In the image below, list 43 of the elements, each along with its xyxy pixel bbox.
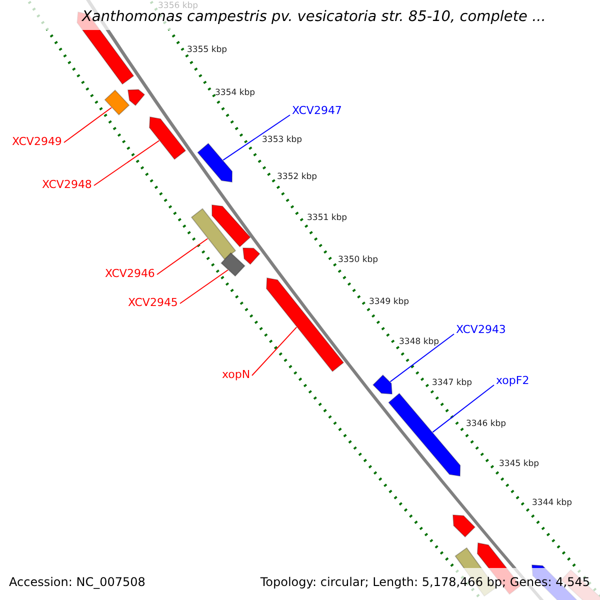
tick-label: 3353 kbp <box>262 136 302 144</box>
leader-line <box>64 107 112 143</box>
leader-line <box>432 384 494 433</box>
title: Xanthomonas campestris pv. vesicatoria str. 85-10, complete ... <box>82 10 546 24</box>
leader-line <box>94 140 160 186</box>
gene-block <box>127 89 146 106</box>
gene-label: XCV2945 <box>128 297 178 308</box>
leader-line <box>252 326 298 376</box>
leader-line <box>390 334 454 382</box>
leader-line <box>156 238 208 275</box>
gene-label: XCV2948 <box>42 179 92 190</box>
gene-block <box>190 208 236 260</box>
gene-block <box>149 116 186 160</box>
leader-line <box>180 270 228 304</box>
gene-label: XCV2949 <box>12 136 62 147</box>
gene-label: XCV2943 <box>456 324 506 335</box>
gene-block <box>212 204 251 248</box>
gene-block <box>266 277 344 372</box>
gene-label: XCV2947 <box>292 105 342 116</box>
gene-block <box>452 514 476 538</box>
gene-block <box>388 392 461 477</box>
tick-label: 3350 kbp <box>338 256 378 264</box>
tick-label: 3355 kbp <box>187 46 228 54</box>
gene-block <box>242 247 260 265</box>
tick-label: 3348 kbp <box>399 338 440 346</box>
tick-label: 3344 kbp <box>532 499 572 508</box>
gene-block <box>104 90 130 116</box>
topology-label: Topology: circular; Length: 5,178,466 bp; Genes: 4,545 <box>260 576 590 588</box>
tick-label: 3352 kbp <box>277 173 318 182</box>
tick-label: 3356 kbp <box>158 2 198 10</box>
gene-block <box>220 252 246 277</box>
gene-label: xopF2 <box>496 375 530 386</box>
gene-block <box>197 142 233 183</box>
tick-label: 3347 kbp <box>432 379 472 388</box>
accession-label: Accession: NC_007508 <box>9 576 146 588</box>
tick-label: 3354 kbp <box>215 89 256 98</box>
tick-label: 3349 kbp <box>369 298 410 306</box>
gene-label: xopN <box>222 369 250 380</box>
gene-block <box>372 374 393 395</box>
tick-label: 3345 kbp <box>499 460 540 468</box>
tick-label: 3351 kbp <box>307 214 348 222</box>
leader-line <box>222 114 290 161</box>
gene-label: XCV2946 <box>105 268 155 279</box>
